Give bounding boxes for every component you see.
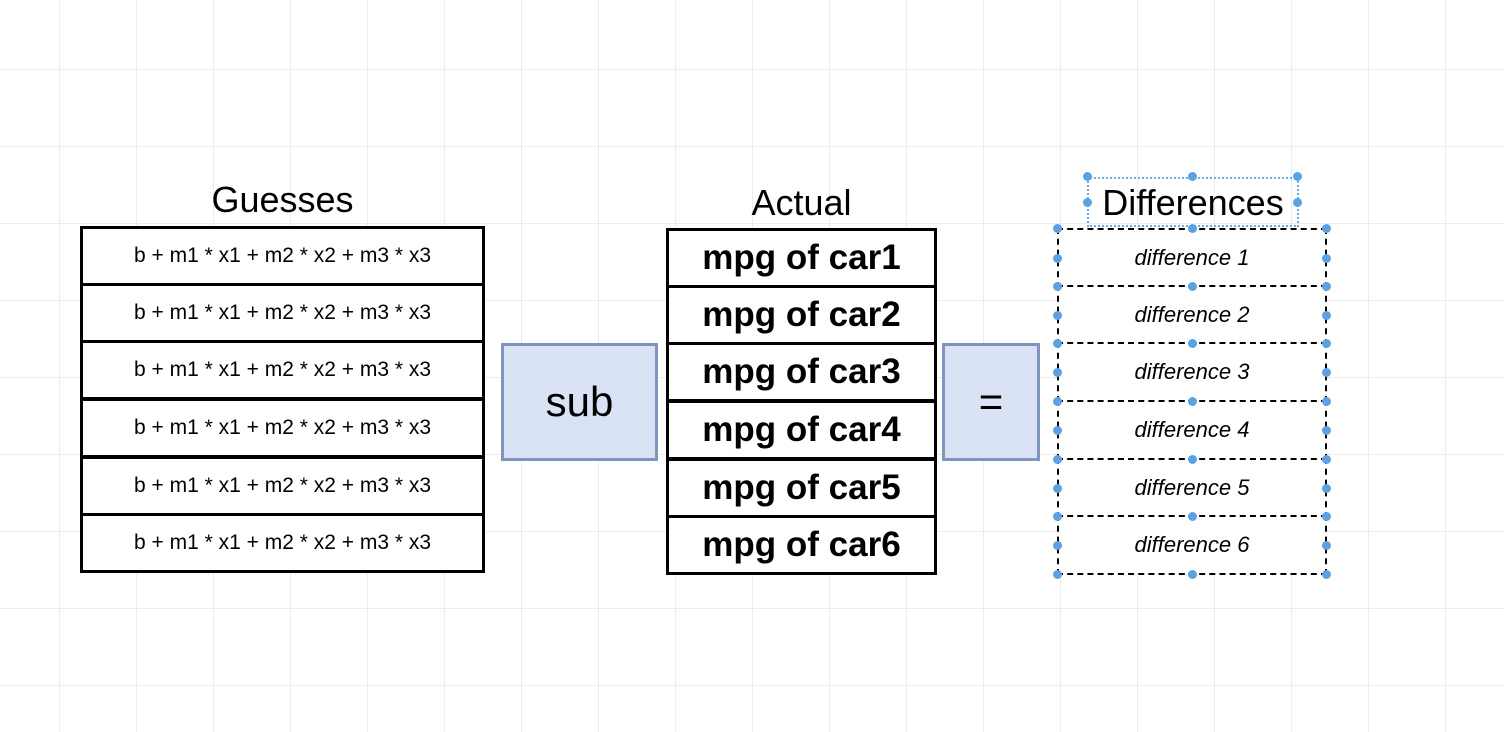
actual-cell[interactable]: mpg of car5 — [666, 458, 937, 518]
difference-cell[interactable]: difference 2 — [1057, 285, 1327, 345]
resize-handle-icon[interactable] — [1322, 397, 1331, 406]
actual-cell[interactable]: mpg of car2 — [666, 285, 937, 345]
resize-handle-icon[interactable] — [1322, 311, 1331, 320]
actual-cell[interactable]: mpg of car4 — [666, 400, 937, 460]
resize-handle-icon[interactable] — [1322, 339, 1331, 348]
resize-handle-icon[interactable] — [1053, 426, 1062, 435]
resize-handle-icon[interactable] — [1322, 512, 1331, 521]
resize-handle-icon[interactable] — [1322, 541, 1331, 550]
resize-handle-icon[interactable] — [1053, 541, 1062, 550]
guess-cell[interactable]: b + m1 * x1 + m2 * x2 + m3 * x3 — [80, 226, 485, 286]
resize-handle-icon[interactable] — [1053, 254, 1062, 263]
sub-operator-box[interactable]: sub — [501, 343, 658, 461]
resize-handle-icon[interactable] — [1293, 198, 1302, 207]
resize-handle-icon[interactable] — [1053, 512, 1062, 521]
resize-handle-icon[interactable] — [1322, 224, 1331, 233]
resize-handle-icon[interactable] — [1322, 368, 1331, 377]
equals-operator-box[interactable]: = — [942, 343, 1040, 461]
resize-handle-icon[interactable] — [1053, 339, 1062, 348]
difference-cell[interactable]: difference 1 — [1057, 228, 1327, 288]
resize-handle-icon[interactable] — [1053, 455, 1062, 464]
difference-cell[interactable]: difference 3 — [1057, 342, 1327, 402]
resize-handle-icon[interactable] — [1188, 172, 1197, 181]
resize-handle-icon[interactable] — [1188, 455, 1197, 464]
guess-cell[interactable]: b + m1 * x1 + m2 * x2 + m3 * x3 — [80, 340, 485, 400]
resize-handle-icon[interactable] — [1053, 282, 1062, 291]
actual-cell[interactable]: mpg of car6 — [666, 515, 937, 575]
resize-handle-icon[interactable] — [1322, 254, 1331, 263]
resize-handle-icon[interactable] — [1322, 282, 1331, 291]
resize-handle-icon[interactable] — [1083, 198, 1092, 207]
resize-handle-icon[interactable] — [1188, 282, 1197, 291]
resize-handle-icon[interactable] — [1053, 397, 1062, 406]
guess-cell[interactable]: b + m1 * x1 + m2 * x2 + m3 * x3 — [80, 283, 485, 343]
resize-handle-icon[interactable] — [1188, 224, 1197, 233]
difference-cell[interactable]: difference 6 — [1057, 515, 1327, 575]
guess-cell[interactable]: b + m1 * x1 + m2 * x2 + m3 * x3 — [80, 513, 485, 573]
difference-cell[interactable]: difference 5 — [1057, 458, 1327, 518]
actual-table[interactable]: mpg of car1 mpg of car2 mpg of car3 mpg … — [666, 228, 937, 576]
resize-handle-icon[interactable] — [1188, 512, 1197, 521]
resize-handle-icon[interactable] — [1322, 484, 1331, 493]
resize-handle-icon[interactable] — [1083, 172, 1092, 181]
resize-handle-icon[interactable] — [1322, 426, 1331, 435]
guesses-title: Guesses — [211, 179, 354, 220]
differences-title[interactable]: Differences — [1102, 182, 1284, 223]
guess-cell[interactable]: b + m1 * x1 + m2 * x2 + m3 * x3 — [80, 456, 485, 516]
resize-handle-icon[interactable] — [1188, 339, 1197, 348]
resize-handle-icon[interactable] — [1293, 172, 1302, 181]
resize-handle-icon[interactable] — [1053, 224, 1062, 233]
resize-handle-icon[interactable] — [1053, 484, 1062, 493]
actual-title: Actual — [751, 182, 852, 223]
resize-handle-icon[interactable] — [1322, 455, 1331, 464]
guess-cell[interactable]: b + m1 * x1 + m2 * x2 + m3 * x3 — [80, 398, 485, 458]
difference-cell[interactable]: difference 4 — [1057, 400, 1327, 460]
resize-handle-icon[interactable] — [1053, 311, 1062, 320]
actual-cell[interactable]: mpg of car1 — [666, 228, 937, 288]
guesses-table[interactable]: b + m1 * x1 + m2 * x2 + m3 * x3 b + m1 *… — [80, 226, 485, 576]
resize-handle-icon[interactable] — [1322, 570, 1331, 579]
actual-cell[interactable]: mpg of car3 — [666, 342, 937, 402]
resize-handle-icon[interactable] — [1053, 368, 1062, 377]
resize-handle-icon[interactable] — [1053, 570, 1062, 579]
resize-handle-icon[interactable] — [1188, 397, 1197, 406]
resize-handle-icon[interactable] — [1188, 570, 1197, 579]
